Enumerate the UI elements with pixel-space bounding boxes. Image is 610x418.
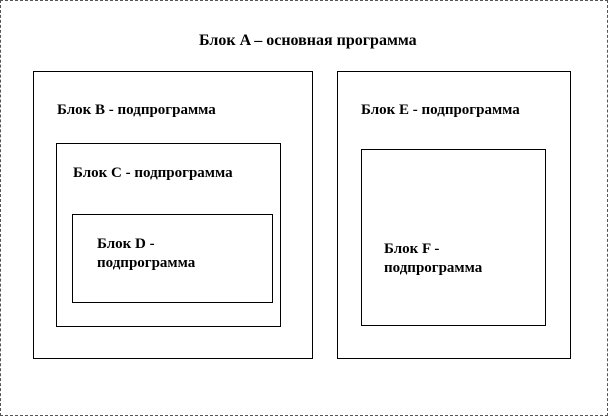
block-b-label: Блок B - подпрограмма [57,102,216,118]
block-d [72,214,273,303]
block-f [361,149,546,326]
block-e-label: Блок E - подпрограмма [361,102,520,118]
block-a-label: Блок A – основная программа [199,32,417,49]
block-c-label: Блок C - подпрограмма [73,165,233,181]
block-d-label: Блок D - подпрограмма [97,236,196,271]
block-f-label: Блок F - подпрограмма [384,241,483,276]
